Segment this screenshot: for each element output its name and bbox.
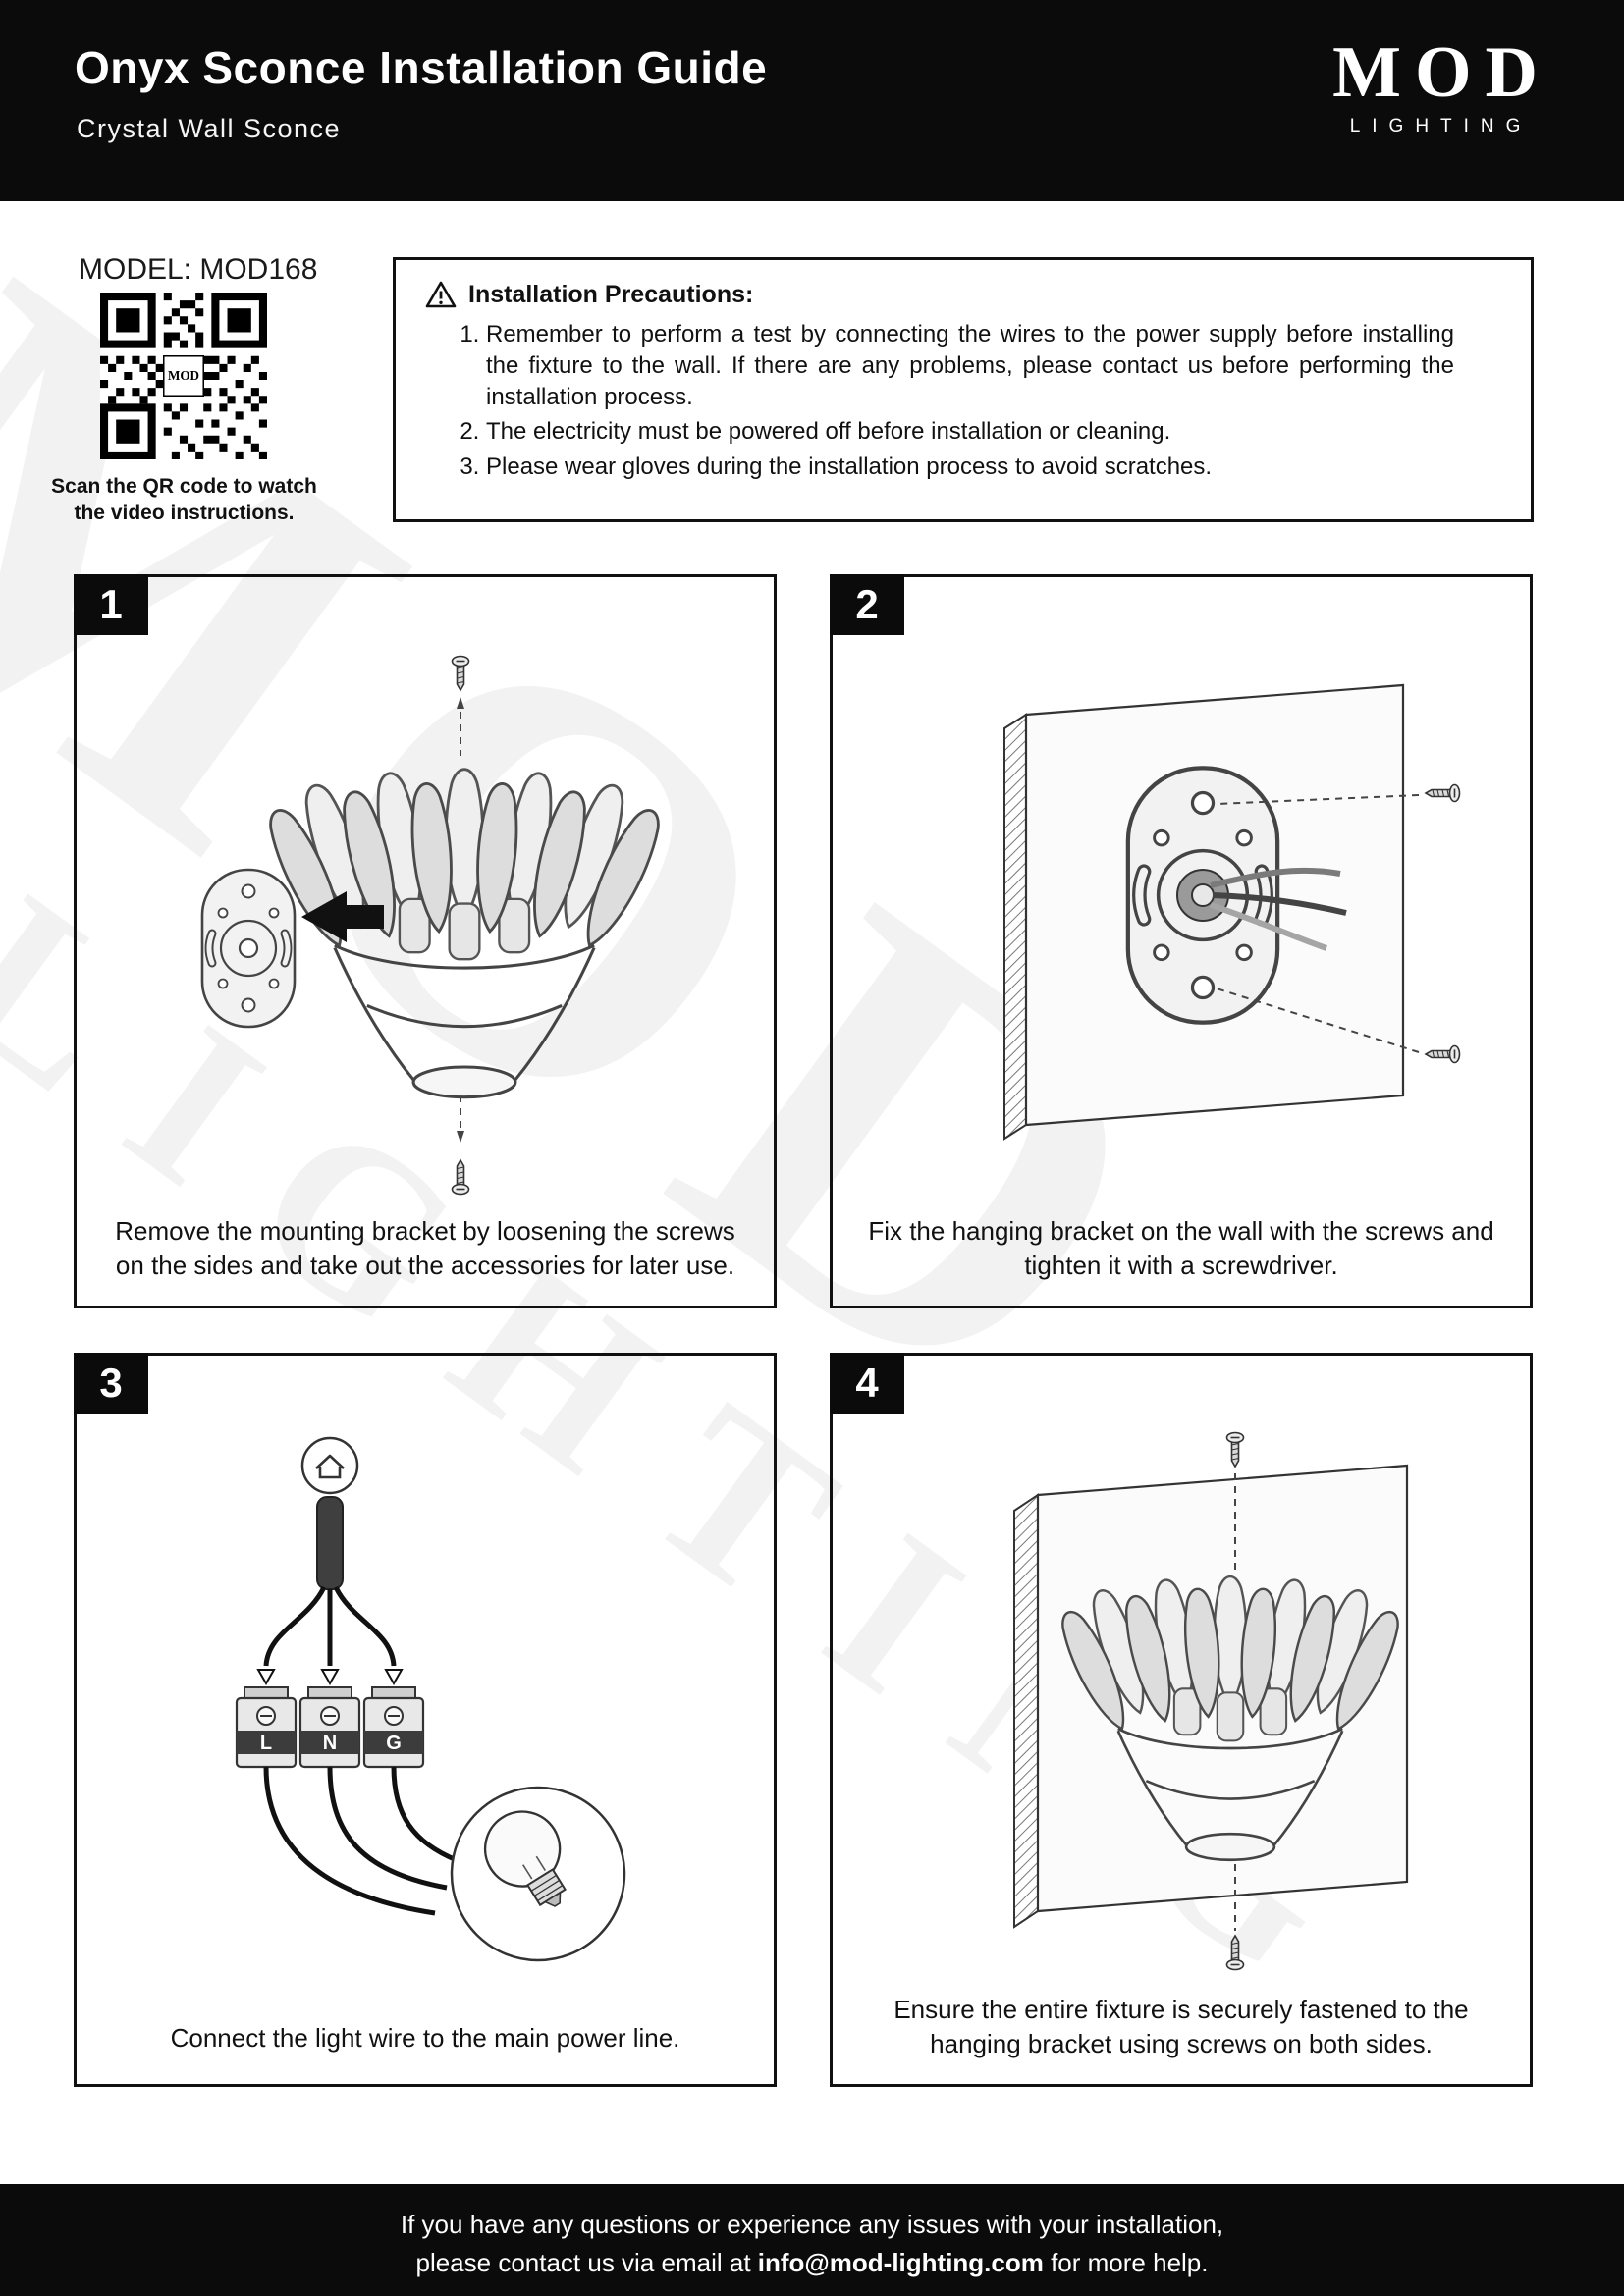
qr-finder-bottom-left	[100, 403, 156, 459]
terminal-label-G: G	[386, 1733, 402, 1754]
brand-name: MOD	[1332, 32, 1551, 113]
header-bar: Onyx Sconce Installation Guide Crystal W…	[0, 0, 1624, 201]
supply-wires	[263, 1585, 397, 1667]
step-1-caption: Remove the mounting bracket by loosening…	[115, 1216, 735, 1280]
page-subtitle: Crystal Wall Sconce	[77, 114, 342, 143]
step-1-illustration	[101, 655, 749, 1196]
brand-logo: MOD LIGHTING	[1332, 34, 1538, 137]
screw-icon	[1425, 783, 1461, 803]
mains-source-icon	[300, 1436, 359, 1495]
footer-line-1: If you have any questions or experience …	[400, 2210, 1224, 2239]
precaution-item: Remember to perform a test by connecting…	[486, 319, 1454, 413]
precautions-box: Installation Precautions: Remember to pe…	[393, 257, 1534, 522]
sconce-drawing	[260, 770, 670, 1097]
terminal-N: N	[298, 1686, 361, 1769]
terminal-label-N: N	[323, 1733, 337, 1754]
bulb-icon	[483, 1810, 567, 1907]
step-2-number: 2	[830, 574, 904, 635]
page-title: Onyx Sconce Installation Guide	[75, 42, 768, 93]
screw-icon	[451, 1159, 470, 1196]
precautions-title: Installation Precautions:	[468, 280, 754, 308]
model-number: MODEL: MOD168	[79, 253, 318, 286]
qr-finder-top-left	[100, 293, 156, 348]
step-4-caption: Ensure the entire fixture is securely fa…	[893, 1995, 1469, 2058]
terminal-block: L N G	[235, 1686, 425, 1769]
step-3-caption: Connect the light wire to the main power…	[170, 2022, 680, 2053]
screw-icon	[451, 655, 470, 691]
step-4-number: 4	[830, 1353, 904, 1414]
qr-code-image: MOD	[100, 293, 267, 459]
arrow-left-icon	[301, 891, 384, 942]
terminal-G: G	[362, 1686, 425, 1769]
precautions-list: Remember to perform a test by connecting…	[486, 319, 1505, 483]
qr-caption: Scan the QR code to watch the video inst…	[51, 475, 317, 525]
step-2-illustration	[1003, 683, 1461, 1141]
qr-finder-top-right	[211, 293, 267, 348]
light-bulb-detail	[450, 1786, 626, 1962]
fixture-wires	[263, 1766, 458, 1916]
footer-bar: If you have any questions or experience …	[0, 2184, 1624, 2296]
warning-icon	[425, 281, 457, 308]
footer-line-2: please contact us via email at info@mod-…	[0, 2244, 1624, 2282]
terminal-label-L: L	[260, 1733, 272, 1754]
screw-icon	[1425, 1044, 1461, 1064]
screw-icon	[1225, 1431, 1245, 1468]
screw-icon	[1225, 1935, 1245, 1971]
qr-code: MOD	[100, 293, 267, 459]
step-1-number: 1	[74, 574, 148, 635]
power-cable	[316, 1496, 344, 1590]
step-2-caption: Fix the hanging bracket on the wall with…	[868, 1216, 1494, 1280]
terminal-L: L	[235, 1686, 298, 1769]
mounting-bracket	[202, 870, 295, 1027]
step-4-illustration	[1013, 1431, 1505, 1971]
wire-arrowheads	[256, 1669, 404, 1686]
step-1-panel: 1 Remove the mounting bracket by looseni…	[74, 574, 777, 1308]
step-3-panel: 3 L	[74, 1353, 777, 2087]
step-3-illustration: L N G	[235, 1436, 626, 1962]
qr-center-logo: MOD	[168, 368, 199, 383]
footer-help-text: for more help.	[1043, 2248, 1209, 2277]
brand-subname: LIGHTING	[1349, 115, 1533, 136]
step-2-panel: 2 Fix the hanging bracket on the wall wi…	[830, 574, 1533, 1308]
step-4-panel: 4 Ensure the entire fixture is securely …	[830, 1353, 1533, 2087]
precaution-item: The electricity must be powered off befo…	[486, 416, 1454, 448]
precaution-item: Please wear gloves during the installati…	[486, 452, 1454, 483]
electrical-wires	[1210, 867, 1347, 951]
step-3-number: 3	[74, 1353, 148, 1414]
contact-email: info@mod-lighting.com	[757, 2248, 1044, 2277]
footer-contact-text: please contact us via email at	[415, 2248, 758, 2277]
